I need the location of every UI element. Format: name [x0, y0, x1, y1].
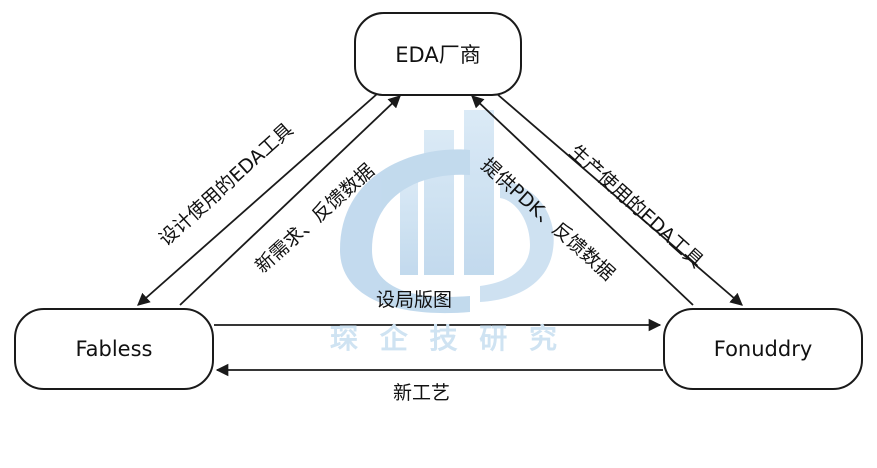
node-eda-vendor-label: EDA厂商 — [395, 43, 481, 67]
edge-label-foundry-to-fabless: 新工艺 — [393, 382, 451, 404]
edge-fabless-to-eda — [179, 95, 401, 306]
watermark-text: 琛 企 技 研 究 — [330, 322, 563, 355]
edge-eda-to-foundry — [496, 93, 743, 306]
node-foundry-label: Fonuddry — [713, 337, 813, 361]
watermark-logo — [340, 110, 554, 314]
node-fabless-label: Fabless — [75, 337, 153, 361]
node-foundry: Fonuddry — [663, 308, 863, 390]
node-fabless: Fabless — [14, 308, 214, 390]
node-eda-vendor: EDA厂商 — [354, 12, 522, 96]
edge-foundry-to-eda — [471, 95, 694, 306]
edge-label-fabless-to-foundry: 设局版图 — [376, 289, 453, 311]
edge-eda-to-fabless — [137, 93, 378, 306]
